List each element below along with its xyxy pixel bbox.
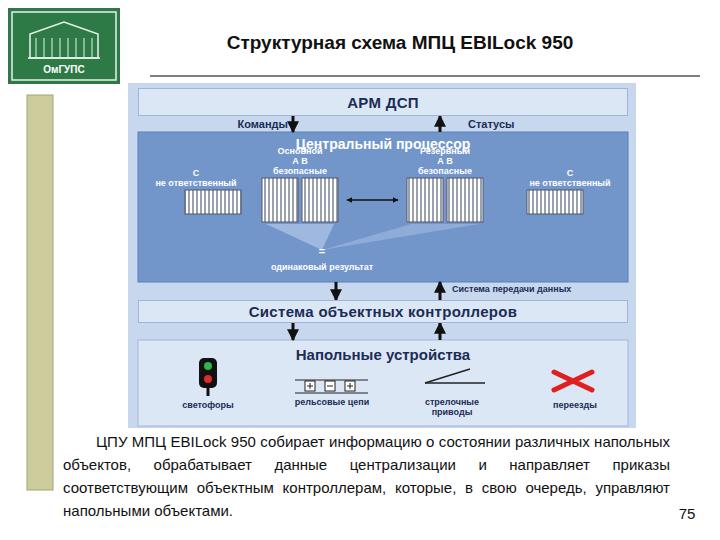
device-label: стрелочные приводы [412,397,492,417]
equal-sign: = [300,245,344,257]
connector [335,282,338,300]
device-label: светофоры [163,400,253,410]
track-circuit-icon [295,380,368,393]
node-text: С [140,168,252,178]
connector [439,116,442,132]
processor-cards [185,178,583,222]
workstation-band: АРМ ДСП [138,88,628,116]
main-processor: ОсновнойА Вбезопасные [255,146,345,226]
node-text: А В [255,156,345,166]
connector [292,116,295,132]
connector [439,282,442,300]
cpu-fill [138,132,628,282]
node-text: безопасные [255,166,345,176]
title-rule [150,75,700,77]
nonvital-unit: Сне ответственный [514,168,626,192]
node-text: не ответственный [140,178,252,188]
switch-icon [425,369,485,383]
connector [292,323,295,340]
node-text: Основной [255,146,345,156]
page-number: 75 [670,505,704,522]
node-text: А В [400,156,490,166]
device-label: переезды [535,400,615,410]
logo-text: ОмГУПС [12,64,116,75]
node-text: безопасные [400,166,490,176]
node-text: С [514,168,626,178]
backup-processor: РезервныйА Вбезопасные [400,146,490,226]
connector [347,199,398,201]
field-band: Напольные устройства [138,340,628,426]
node-text: АРМ ДСП [347,94,419,111]
node-text: Резервный [400,146,490,156]
result-note: одинаковый результат [262,262,382,272]
crossing-icon [554,372,592,390]
node-text: Система объектных контроллеров [249,303,518,320]
result-merge [266,224,479,250]
node-text: Центральный процессор [138,136,628,152]
edge-label: Команды [200,118,288,130]
slide-title: Структурная схема МПЦ EBILock 950 [150,32,650,54]
signal-icon [199,358,217,396]
node-text: не ответственный [514,178,626,188]
node-text: Напольные устройства [138,346,628,363]
caption: ЦПУ МПЦ EBILock 950 собирает информацию … [63,430,670,522]
device-label: рельсовые цепи [290,397,374,407]
edge-label: Система передачи данных [452,284,622,294]
connector [439,323,442,340]
logo [8,8,120,84]
field-fill [138,340,628,426]
cpu-box: Центральный процессорОсновнойА Вбезопасн… [138,132,628,282]
edge-label: Статусы [468,118,558,130]
nonvital-unit: Сне ответственный [140,168,252,192]
diagram-panel [128,83,636,428]
controller-band: Система объектных контроллеров [138,300,628,323]
side-bar [27,95,53,490]
